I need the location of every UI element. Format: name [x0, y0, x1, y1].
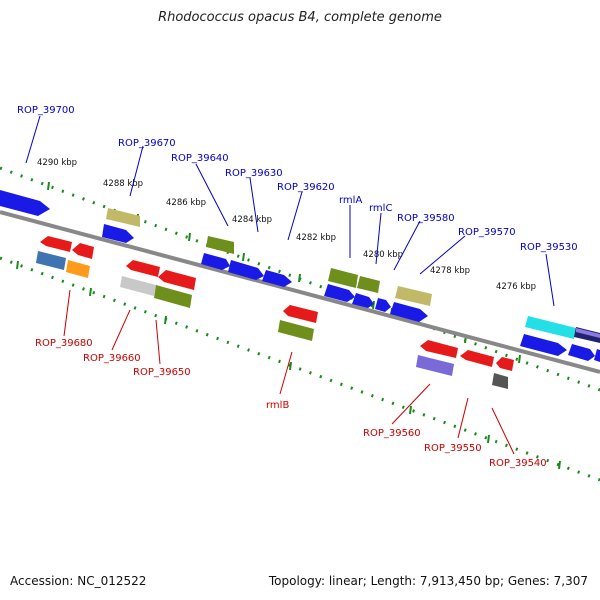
gene-arrow-forward[interactable] — [520, 334, 567, 356]
kbp-label: 4278 kbp — [430, 266, 470, 276]
kbp-label: 4276 kbp — [496, 282, 536, 292]
gene-label-forward[interactable]: ROP_39630 — [225, 168, 283, 179]
gene-label-forward[interactable]: rmlC — [369, 203, 392, 214]
forward-label-leaders — [25, 115, 555, 307]
gene-arrow-reverse[interactable] — [420, 340, 458, 358]
gene-label-reverse[interactable]: ROP_39560 — [363, 428, 421, 439]
genome-summary-text: Topology: linear; Length: 7,913,450 bp; … — [268, 574, 588, 588]
gene-label-reverse[interactable]: ROP_39680 — [35, 338, 93, 349]
gene-arrow-forward[interactable] — [390, 302, 428, 322]
genome-backbone — [0, 210, 600, 374]
gene-box-olive[interactable] — [395, 286, 432, 306]
gene-label-forward[interactable]: ROP_39580 — [397, 213, 455, 224]
accession-text: Accession: NC_012522 — [10, 574, 147, 588]
gene-box-darkgrey[interactable] — [492, 373, 508, 389]
gene-label-forward[interactable]: ROP_39640 — [171, 153, 229, 164]
gene-arrow-reverse[interactable] — [460, 350, 494, 367]
kbp-label: 4282 kbp — [296, 233, 336, 243]
gene-label-forward[interactable]: rmlA — [339, 195, 362, 206]
gene-arrow-reverse[interactable] — [158, 270, 196, 290]
kbp-label: 4286 kbp — [166, 198, 206, 208]
gene-arrow-forward[interactable] — [375, 298, 391, 312]
gene-label-reverse[interactable]: ROP_39650 — [133, 367, 191, 378]
gene-arrow-forward[interactable] — [228, 260, 264, 280]
kbp-label: 4284 kbp — [232, 215, 272, 225]
lower-tick-track — [0, 256, 600, 482]
gene-box-olive[interactable] — [106, 208, 140, 227]
gene-label-reverse[interactable]: rmlB — [266, 400, 289, 411]
gene-arrow-forward[interactable] — [594, 349, 600, 362]
gene-box-steelblue[interactable] — [36, 251, 66, 270]
genome-title: Rhodococcus opacus B4, complete genome — [158, 10, 442, 25]
gene-box-lavender[interactable] — [576, 328, 600, 338]
gene-arrow-forward[interactable] — [352, 293, 374, 308]
gene-box-orange[interactable] — [66, 260, 90, 278]
gene-arrow-forward[interactable] — [568, 344, 595, 361]
gene-arrow-forward[interactable] — [102, 224, 134, 243]
gene-box-cyan[interactable] — [525, 316, 576, 339]
gene-label-forward[interactable]: ROP_39670 — [118, 138, 176, 149]
gene-arrow-reverse[interactable] — [126, 260, 160, 277]
forward-strand-genes — [0, 190, 600, 362]
gene-label-reverse[interactable]: ROP_39550 — [424, 443, 482, 454]
gene-box-green[interactable] — [357, 276, 380, 293]
kbp-label: 4288 kbp — [103, 179, 143, 189]
gene-arrow-forward[interactable] — [324, 284, 355, 302]
gene-label-reverse[interactable]: ROP_39660 — [83, 353, 141, 364]
reverse-label-leaders — [63, 289, 515, 455]
gene-arrow-reverse[interactable] — [283, 305, 318, 323]
reverse-feature-boxes — [36, 251, 508, 389]
kbp-label: 4280 kbp — [363, 250, 403, 260]
gene-box-green[interactable] — [328, 268, 358, 288]
gene-box-lavender[interactable] — [416, 355, 454, 376]
gene-arrow-forward[interactable] — [201, 253, 230, 270]
gene-box-green[interactable] — [278, 320, 314, 341]
gene-label-reverse[interactable]: ROP_39540 — [489, 458, 547, 469]
gene-box-grey[interactable] — [120, 276, 156, 296]
reverse-strand-genes — [40, 236, 514, 371]
gene-arrow-forward[interactable] — [262, 270, 292, 287]
gene-box-green[interactable] — [206, 236, 234, 254]
gene-arrow-reverse[interactable] — [496, 357, 514, 371]
gene-label-forward[interactable]: ROP_39620 — [277, 182, 335, 193]
gene-arrow-reverse[interactable] — [72, 243, 94, 259]
gene-label-forward[interactable]: ROP_39700 — [17, 105, 75, 116]
forward-feature-boxes — [106, 208, 600, 343]
gene-label-forward[interactable]: ROP_39570 — [458, 227, 516, 238]
gene-box-green[interactable] — [154, 285, 192, 308]
gene-label-forward[interactable]: ROP_39530 — [520, 242, 578, 253]
gene-arrow-reverse[interactable] — [40, 236, 72, 252]
gene-arrow-forward[interactable] — [0, 190, 50, 216]
lower-major-ticks — [16, 260, 561, 470]
kbp-label: 4290 kbp — [37, 158, 77, 168]
